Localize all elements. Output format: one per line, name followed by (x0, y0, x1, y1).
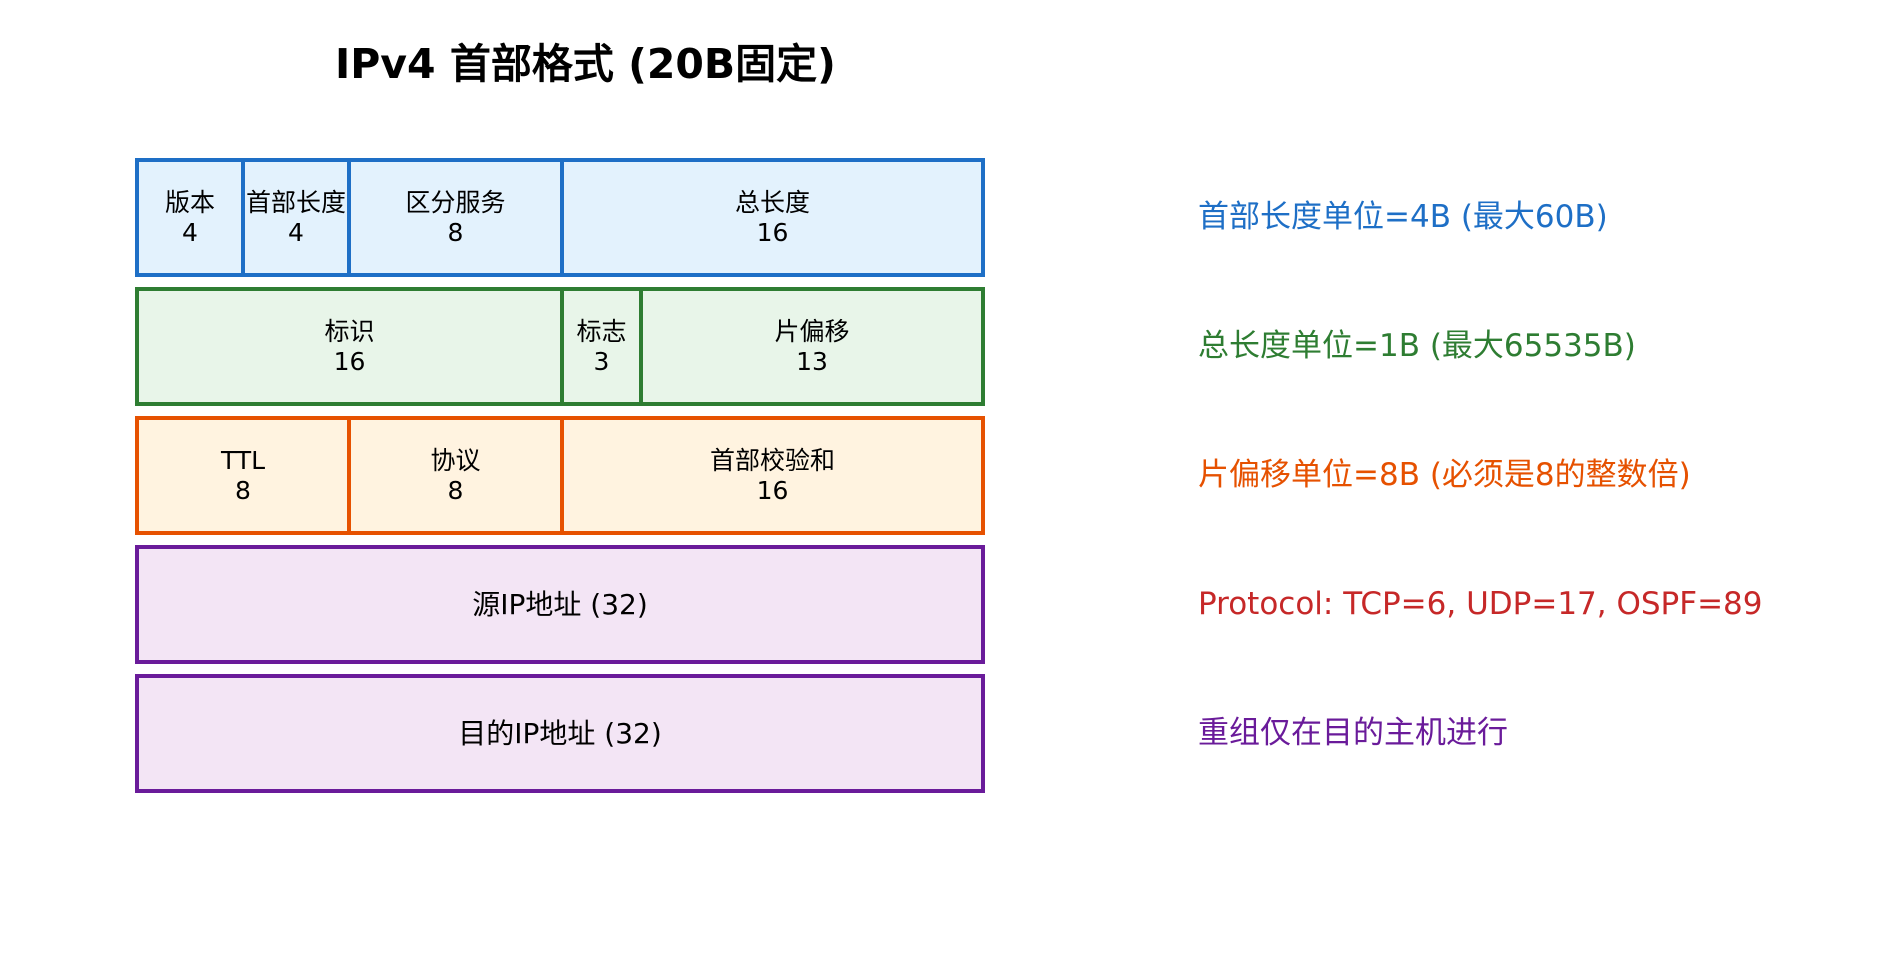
note-fragment-offset-unit: 片偏移单位=8B (必须是8的整数倍) (1198, 457, 1691, 493)
field-fragment-offset: 片偏移 13 (643, 291, 981, 402)
field-label: 目的IP地址 (32) (458, 716, 662, 750)
note-reassembly: 重组仅在目的主机进行 (1198, 715, 1508, 751)
field-differentiated-services: 区分服务 8 (351, 162, 564, 273)
field-name: 标识 (324, 316, 375, 346)
field-identification: 标识 16 (139, 291, 564, 402)
field-header-length: 首部长度 4 (245, 162, 351, 273)
field-bits: 4 (182, 217, 198, 247)
field-bits: 3 (593, 346, 610, 376)
field-label: 源IP地址 (32) (472, 587, 648, 621)
field-name: 区分服务 (405, 187, 506, 217)
field-name: 首部长度 (245, 187, 346, 217)
field-name: 标志 (576, 316, 627, 346)
field-name: 片偏移 (774, 316, 850, 346)
note-protocol-values: Protocol: TCP=6, UDP=17, OSPF=89 (1198, 586, 1763, 622)
field-bits: 8 (235, 475, 251, 505)
field-version: 版本 4 (139, 162, 245, 273)
field-name: 版本 (164, 187, 215, 217)
field-flags: 标志 3 (564, 291, 643, 402)
field-source-ip: 源IP地址 (32) (139, 549, 981, 660)
field-name: 首部校验和 (709, 445, 835, 475)
field-ttl: TTL 8 (139, 420, 351, 531)
diagram-title: IPv4 首部格式 (20B固定) (335, 40, 836, 88)
header-row-3: TTL 8 协议 8 首部校验和 16 (135, 416, 985, 535)
field-name: TTL (220, 445, 266, 475)
field-bits: 8 (447, 475, 464, 505)
field-bits: 8 (447, 217, 464, 247)
field-bits: 16 (756, 475, 789, 505)
field-bits: 13 (796, 346, 828, 376)
header-row-2: 标识 16 标志 3 片偏移 13 (135, 287, 985, 406)
field-bits: 16 (756, 217, 789, 247)
field-name: 协议 (430, 445, 481, 475)
field-protocol: 协议 8 (351, 420, 564, 531)
field-bits: 4 (288, 217, 304, 247)
field-header-checksum: 首部校验和 16 (564, 420, 981, 531)
field-name: 总长度 (734, 187, 810, 217)
header-row-1: 版本 4 首部长度 4 区分服务 8 总长度 16 (135, 158, 985, 277)
header-row-5: 目的IP地址 (32) (135, 674, 985, 793)
field-bits: 16 (333, 346, 366, 376)
field-destination-ip: 目的IP地址 (32) (139, 678, 981, 789)
field-total-length: 总长度 16 (564, 162, 981, 273)
note-total-length-unit: 总长度单位=1B (最大65535B) (1198, 328, 1636, 364)
header-row-4: 源IP地址 (32) (135, 545, 985, 664)
note-header-length-unit: 首部长度单位=4B (最大60B) (1198, 199, 1608, 235)
